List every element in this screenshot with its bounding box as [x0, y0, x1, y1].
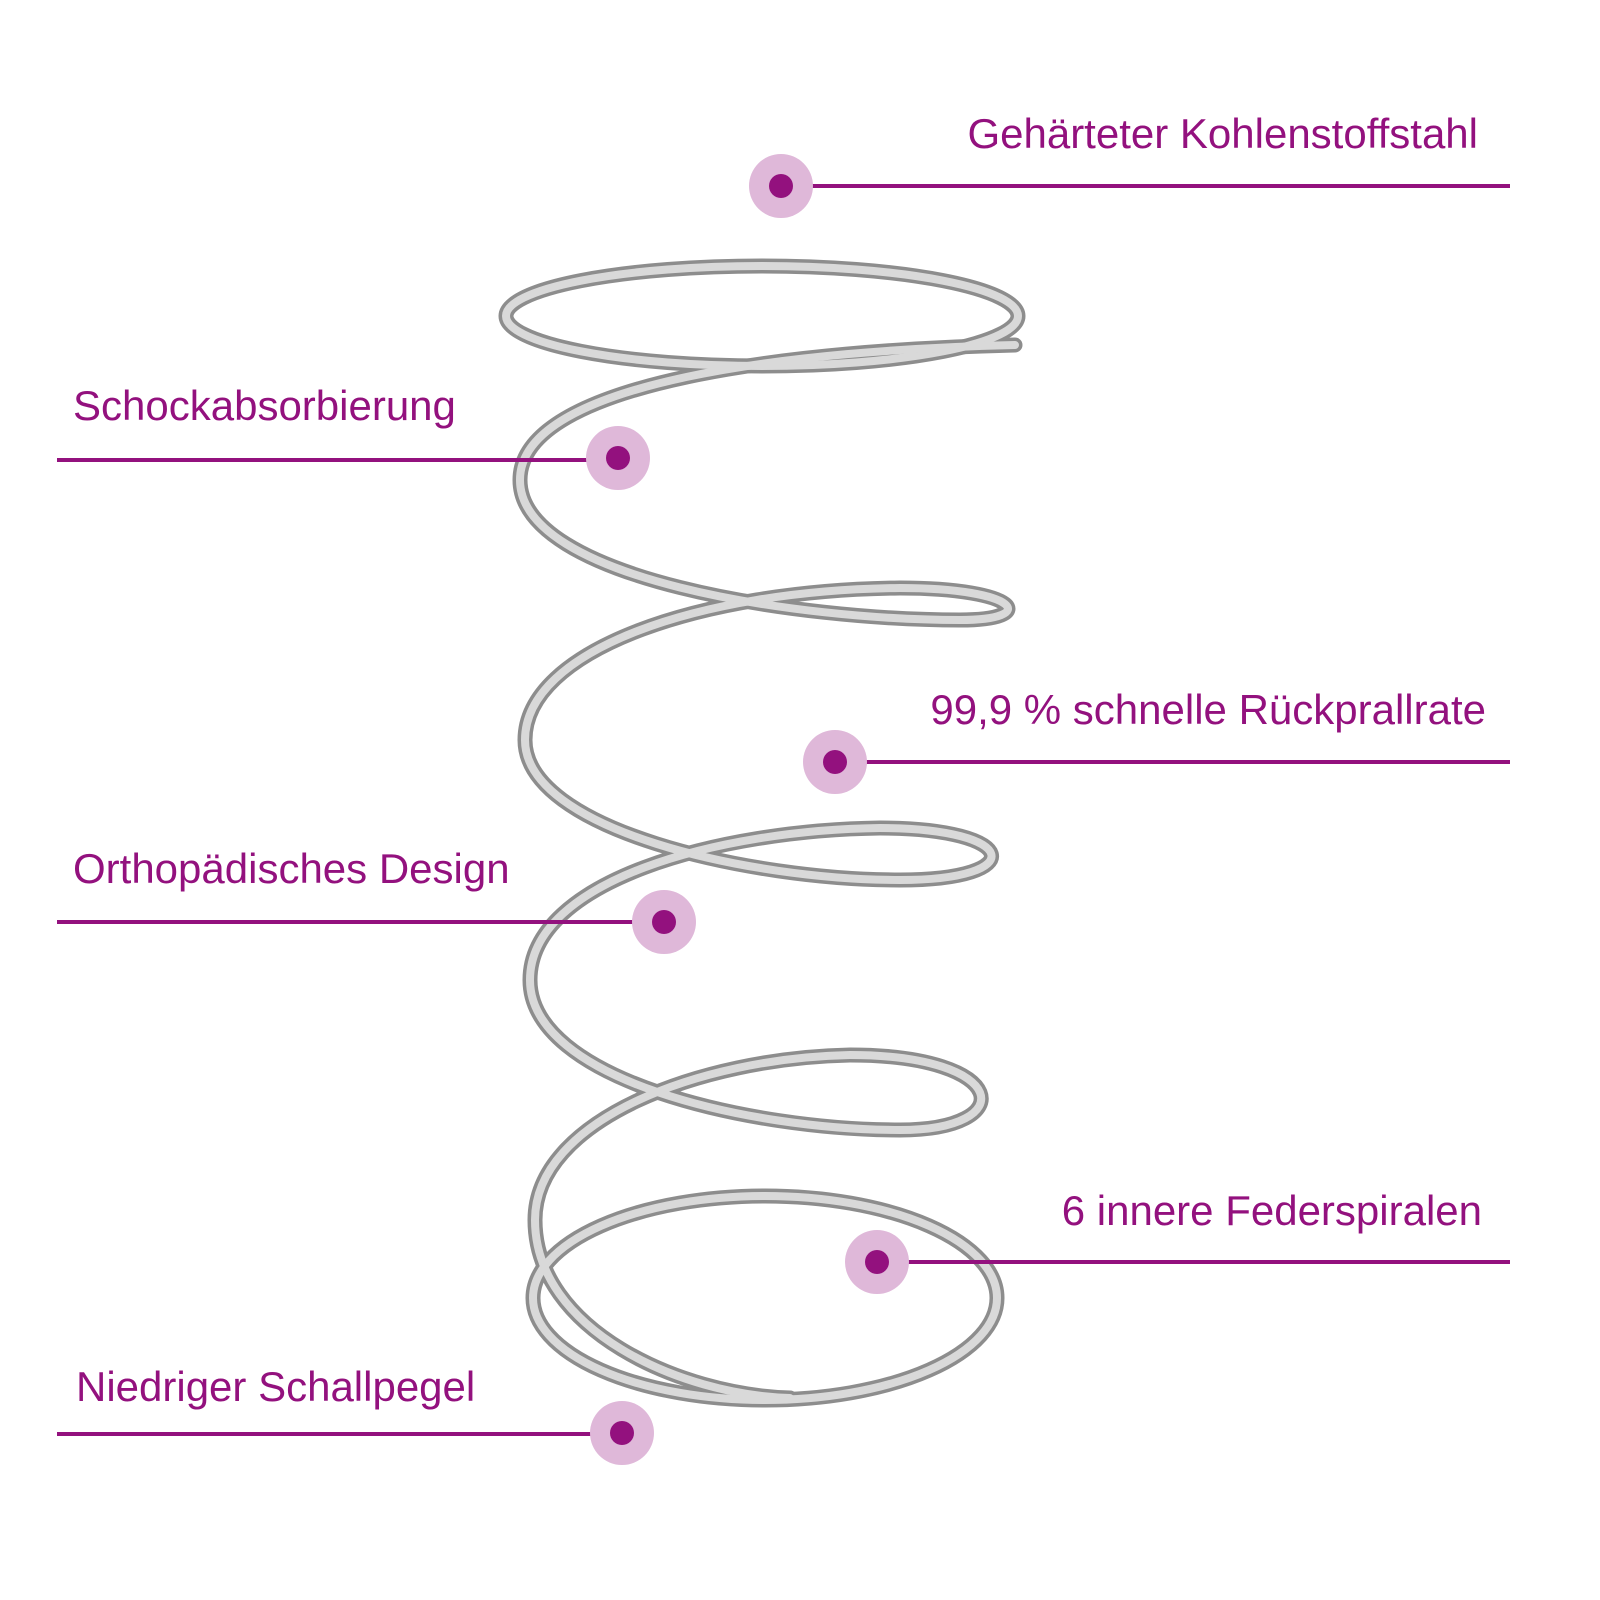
callout-label: Schockabsorbierung: [73, 382, 456, 429]
callout-carbon-steel: Gehärteter Kohlenstoffstahl: [749, 110, 1510, 218]
marker-dot: [865, 1250, 889, 1274]
spring-coil-image: [498, 258, 1026, 1408]
callout-inner-coils: 6 innere Federspiralen: [845, 1187, 1510, 1294]
marker-dot: [769, 174, 793, 198]
callout-low-noise: Niedriger Schallpegel: [57, 1363, 654, 1465]
marker-dot: [606, 446, 630, 470]
callout-rebound-rate: 99,9 % schnelle Rückprallrate: [803, 686, 1510, 794]
callout-shock-absorption: Schockabsorbierung: [57, 382, 650, 490]
marker-dot: [652, 910, 676, 934]
callout-label: 6 innere Federspiralen: [1062, 1187, 1482, 1234]
callout-label: 99,9 % schnelle Rückprallrate: [930, 686, 1486, 733]
marker-dot: [610, 1421, 634, 1445]
callout-label: Niedriger Schallpegel: [76, 1363, 475, 1410]
callout-label: Orthopädisches Design: [73, 845, 510, 892]
callout-label: Gehärteter Kohlenstoffstahl: [967, 110, 1478, 157]
marker-dot: [823, 750, 847, 774]
callout-orthopedic-design: Orthopädisches Design: [57, 845, 696, 954]
